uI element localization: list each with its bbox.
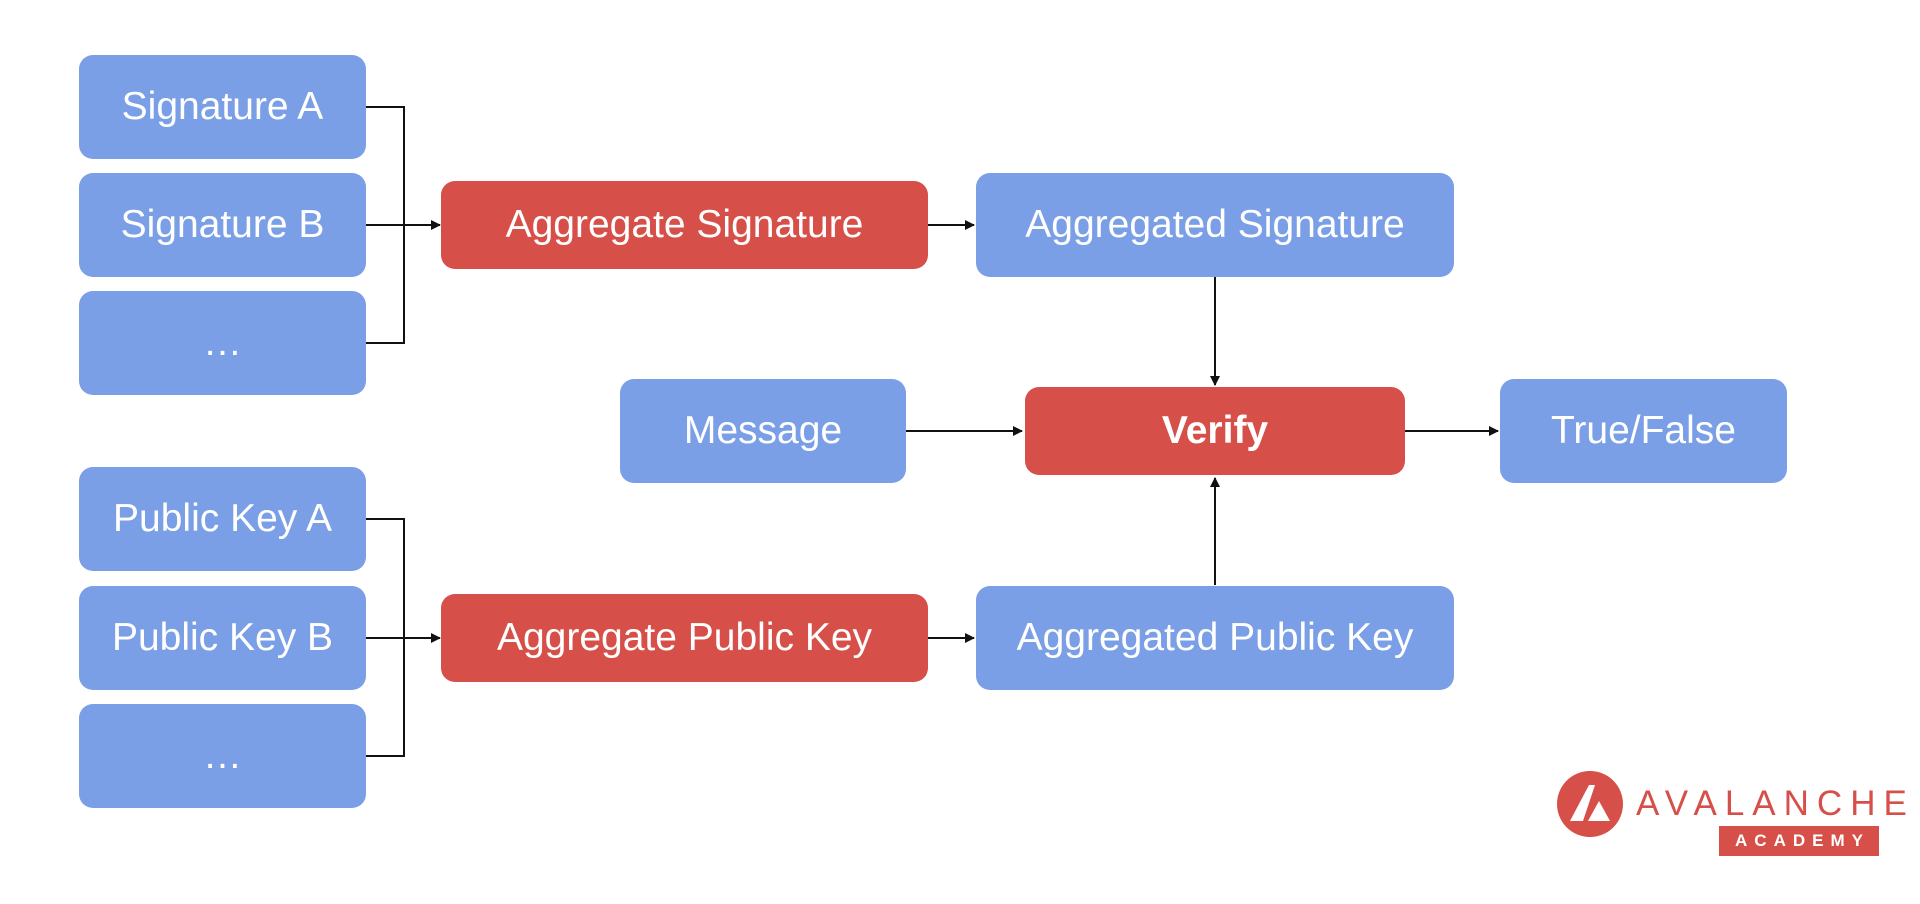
public-key-a-node: Public Key A bbox=[79, 467, 366, 571]
aggregate-signature-node: Aggregate Signature bbox=[441, 181, 928, 269]
true-false-node: True/False bbox=[1500, 379, 1787, 483]
aggregate-public-key-node: Aggregate Public Key bbox=[441, 594, 928, 682]
message-node: Message bbox=[620, 379, 906, 483]
avalanche-logo-icon bbox=[1557, 771, 1623, 837]
aggregated-signature-node: Aggregated Signature bbox=[976, 173, 1454, 277]
logo-wordmark: AVALANCHE bbox=[1636, 784, 1915, 823]
signature-b-node: Signature B bbox=[79, 173, 366, 277]
avalanche-academy-logo: AVALANCHE ACADEMY bbox=[1556, 766, 1907, 862]
verify-node: Verify bbox=[1025, 387, 1405, 475]
public-key-b-node: Public Key B bbox=[79, 586, 366, 690]
signature-a-node: Signature A bbox=[79, 55, 366, 159]
logo-subtitle: ACADEMY bbox=[1719, 826, 1879, 856]
public-key-more-node: … bbox=[79, 704, 366, 808]
signature-more-node: … bbox=[79, 291, 366, 395]
aggregated-public-key-node: Aggregated Public Key bbox=[976, 586, 1454, 690]
